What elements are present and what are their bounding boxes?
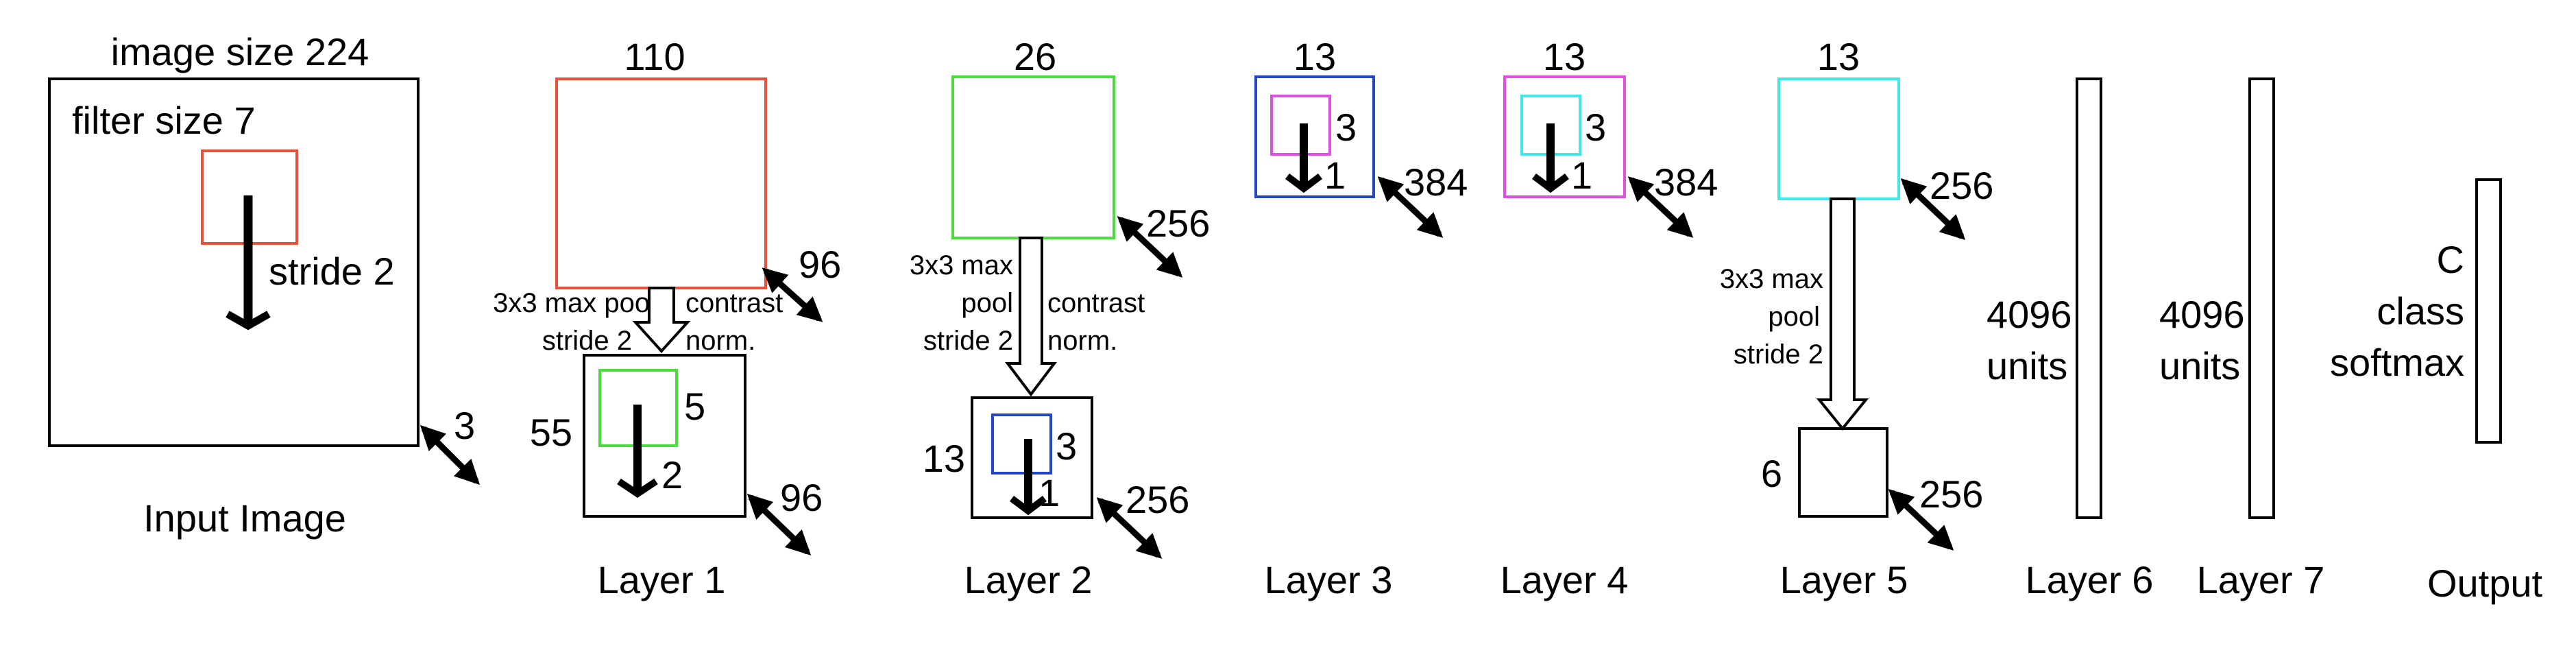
layer1-stride-label: 2 <box>661 453 683 496</box>
layer5-group: 13 256 3x3 max pool stride 2 6 256 Layer… <box>1720 35 1994 601</box>
layer5-pool-line3: stride 2 <box>1734 339 1823 370</box>
layer3-depth-arrow <box>1377 176 1444 238</box>
layer5-pooled-square <box>1798 427 1888 518</box>
layer4-stride-arrowhead <box>1532 173 1569 193</box>
layer5-caption: Layer 5 <box>1780 558 1908 601</box>
output-group: C class softmax Output <box>2330 178 2543 605</box>
input-stride-label: stride 2 <box>269 250 395 293</box>
layer2-caption: Layer 2 <box>964 558 1093 601</box>
layer1-group: 110 96 3x3 max pool stride 2 contrast no… <box>493 35 841 601</box>
layer2-pooled-square <box>971 396 1093 519</box>
layer7-units-line1: 4096 <box>2159 293 2245 336</box>
layer3-size: 13 <box>1293 35 1336 78</box>
input-stride-arrowhead <box>226 311 271 331</box>
layer1-conv-square <box>555 77 767 289</box>
layer4-depth-arrow <box>1627 176 1694 238</box>
layer5-depth-top: 256 <box>1930 164 1993 207</box>
layer2-depth-top: 256 <box>1146 202 1210 245</box>
layer5-pool-arrow <box>1816 197 1869 431</box>
layer2-group: 26 256 3x3 max pool stride 2 contrast no… <box>910 35 1211 601</box>
layer2-norm-line1: contrast <box>1047 288 1145 318</box>
layer3-depth-label: 384 <box>1404 160 1468 204</box>
layer4-filter-label: 3 <box>1585 106 1606 149</box>
layer7-group: 4096 units Layer 7 <box>2159 77 2325 601</box>
layer6-group: 4096 units Layer 6 <box>1986 77 2154 601</box>
layer2-pool-line2: pool <box>961 288 1013 318</box>
layer1-norm-line1: contrast <box>685 288 783 318</box>
layer2-pool-line3: stride 2 <box>923 326 1013 356</box>
layer5-depth-bottom: 256 <box>1919 472 1983 516</box>
layer4-conv-square <box>1503 75 1626 198</box>
layer5-size-bottom: 6 <box>1761 452 1782 495</box>
layer2-pool-arrow <box>1004 237 1058 397</box>
output-line1: C <box>2437 238 2464 281</box>
layer4-size: 13 <box>1543 35 1585 78</box>
layer1-stride-arrowhead <box>617 478 658 499</box>
input-image-square <box>48 77 420 447</box>
layer1-depth-top: 96 <box>799 243 841 286</box>
layer1-depth-bottom: 96 <box>780 476 823 519</box>
input-size-label: image size 224 <box>111 30 369 73</box>
layer7-caption: Layer 7 <box>2197 558 2325 601</box>
layer5-depth-top-arrow <box>1900 178 1966 240</box>
output-line3: softmax <box>2330 341 2464 384</box>
layer2-depth-top-arrow <box>1117 216 1183 278</box>
layer1-pool-arrow <box>632 287 691 353</box>
layer2-size-top: 26 <box>1014 35 1056 78</box>
layer6-units-line2: units <box>1986 344 2067 387</box>
layer1-size-top: 110 <box>624 35 685 78</box>
output-caption: Output <box>2427 562 2543 605</box>
layer3-group: 13 3 1 384 Layer 3 <box>1254 35 1468 601</box>
layer3-stride-arrowhead <box>1285 173 1322 193</box>
layer2-pool-line1: 3x3 max <box>910 250 1013 280</box>
layer2-norm-line2: norm. <box>1047 326 1117 356</box>
input-image-group: image size 224 filter size 7 stride 2 3 … <box>48 30 481 540</box>
layer2-depth-bottom: 256 <box>1126 478 1189 521</box>
layer2-stride-arrowhead <box>1010 496 1047 516</box>
layer1-size-bottom: 55 <box>530 411 572 454</box>
layer3-stride-label: 1 <box>1324 154 1346 197</box>
layer1-pool-line2: stride 2 <box>542 326 632 356</box>
layer3-caption: Layer 3 <box>1265 558 1393 601</box>
layer1-filter-label: 5 <box>684 385 705 428</box>
layer1-norm-line2: norm. <box>685 326 755 356</box>
layer5-size-top: 13 <box>1817 35 1860 78</box>
layer6-caption: Layer 6 <box>2026 558 2154 601</box>
layer6-units-line1: 4096 <box>1986 293 2072 336</box>
layer7-fc-bar <box>2248 77 2275 519</box>
layer1-depth-top-arrow <box>762 267 823 322</box>
layer7-units-line2: units <box>2159 344 2240 387</box>
layer2-stride-label: 1 <box>1038 471 1060 514</box>
layer1-pooled-square <box>583 354 746 518</box>
output-line2: class <box>2377 289 2464 333</box>
layer2-depth-bottom-arrow <box>1096 497 1163 559</box>
layer4-group: 13 3 1 384 Layer 4 <box>1500 35 1718 601</box>
layer4-depth-label: 384 <box>1654 160 1718 204</box>
layer1-pool-line1: 3x3 max pool <box>493 288 656 318</box>
layer4-caption: Layer 4 <box>1500 558 1629 601</box>
layer2-filter-label: 3 <box>1056 424 1077 468</box>
layer4-stride-label: 1 <box>1571 154 1592 197</box>
layer5-conv-square <box>1777 77 1900 200</box>
layer1-caption: Layer 1 <box>598 558 726 601</box>
input-depth-arrow <box>420 424 481 485</box>
layer5-depth-bottom-arrow <box>1888 489 1954 551</box>
input-depth-label: 3 <box>454 404 475 447</box>
layer6-fc-bar <box>2076 77 2102 519</box>
layer2-filter-square <box>991 413 1052 475</box>
layer3-conv-square <box>1254 75 1375 198</box>
layer2-size-bottom: 13 <box>923 437 965 480</box>
input-filter-label: filter size 7 <box>72 99 256 142</box>
layer5-pool-line2: pool <box>1768 302 1820 332</box>
layer2-conv-square <box>951 75 1115 239</box>
output-softmax-bar <box>2475 178 2502 444</box>
layer1-depth-bottom-arrow <box>746 494 812 555</box>
layer3-filter-label: 3 <box>1335 106 1357 149</box>
input-caption: Input Image <box>143 496 346 540</box>
layer5-pool-line1: 3x3 max <box>1720 264 1823 294</box>
